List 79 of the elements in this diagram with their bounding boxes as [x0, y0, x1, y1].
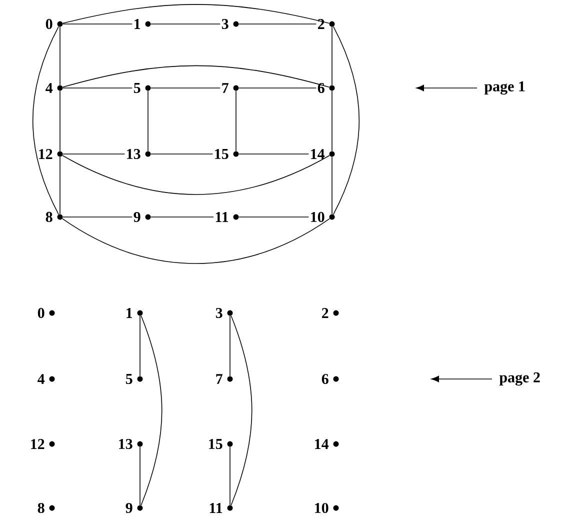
node-label: 2: [318, 19, 324, 29]
node-label: 13: [119, 438, 132, 450]
page-label: page 2: [499, 372, 540, 386]
vertex: 0: [46, 18, 63, 30]
vertex: 9: [134, 212, 151, 222]
edge-line: [150, 216, 214, 218]
node-label: 14: [315, 439, 329, 449]
vertex: 11: [216, 212, 239, 222]
node-label: 8: [38, 502, 44, 514]
vertex: 4: [46, 83, 63, 93]
vertex: 6: [318, 82, 335, 94]
vertex: 1: [126, 308, 143, 318]
node-label: 5: [126, 374, 132, 384]
vertex: 9: [126, 502, 143, 514]
edge-line: [62, 216, 133, 218]
node-label: 11: [210, 503, 222, 513]
vertex: 4: [38, 374, 55, 384]
node-label: 15: [209, 438, 222, 450]
vertex: 6: [322, 374, 339, 384]
node-label: 0: [46, 18, 52, 30]
node-label: 7: [216, 374, 222, 384]
edge-line: [62, 4, 330, 24]
vertex: 15: [209, 438, 233, 450]
vertex: 12: [31, 439, 55, 449]
vertex: 8: [38, 502, 55, 514]
vertex: 7: [216, 374, 233, 384]
node-label: 10: [315, 502, 328, 514]
node-label: 12: [31, 439, 44, 449]
node-label: 8: [46, 212, 52, 222]
vertex: 10: [311, 212, 335, 222]
node-label: 3: [222, 18, 228, 30]
node-label: 5: [134, 83, 140, 93]
node-label: 11: [216, 212, 228, 222]
node-label: 15: [215, 148, 228, 160]
edge-line: [32, 26, 60, 215]
node-label: 3: [216, 308, 222, 318]
vertex: 5: [134, 83, 151, 93]
node-label: 9: [134, 212, 140, 222]
pointer-arrow: [416, 84, 478, 92]
vertex: 8: [46, 212, 63, 222]
edge-line: [62, 155, 330, 195]
node-label: 4: [38, 374, 45, 384]
vertex: 2: [322, 308, 339, 318]
vertex: 15: [215, 148, 239, 159]
vertex: 13: [119, 438, 143, 450]
node-label: 1: [126, 308, 132, 318]
node-label: 4: [46, 83, 53, 93]
edge-line: [238, 216, 310, 218]
node-label: 1: [134, 19, 140, 29]
vertex: 10: [315, 502, 339, 514]
vertex: 11: [210, 503, 233, 513]
vertex: 13: [127, 148, 151, 160]
node-label: 9: [126, 502, 132, 514]
edge-line: [62, 218, 330, 264]
vertex: 3: [216, 308, 233, 318]
vertex: 14: [311, 149, 335, 159]
node-label: 14: [311, 149, 325, 159]
vertex: 5: [126, 374, 143, 384]
node-label: 10: [311, 212, 324, 222]
page-label: page 1: [484, 81, 525, 95]
node-label: 13: [127, 148, 140, 160]
edge-line: [62, 65, 330, 88]
edge-line: [140, 315, 162, 506]
node-label: 0: [38, 308, 44, 318]
vertex: 2: [318, 19, 335, 29]
pointer-arrow: [431, 376, 492, 382]
edge-line: [230, 315, 252, 506]
vertex: 7: [222, 83, 239, 93]
node-label: 12: [39, 149, 52, 159]
edge-line: [333, 26, 360, 215]
node-label: 6: [322, 374, 328, 384]
node-label: 2: [322, 308, 328, 318]
vertex: 14: [315, 439, 339, 449]
node-label: 6: [318, 82, 324, 94]
vertex: 12: [39, 149, 63, 159]
vertex: 1: [134, 19, 151, 29]
node-label: 7: [222, 83, 228, 93]
vertex: 0: [38, 308, 55, 318]
vertex: 3: [222, 18, 239, 30]
